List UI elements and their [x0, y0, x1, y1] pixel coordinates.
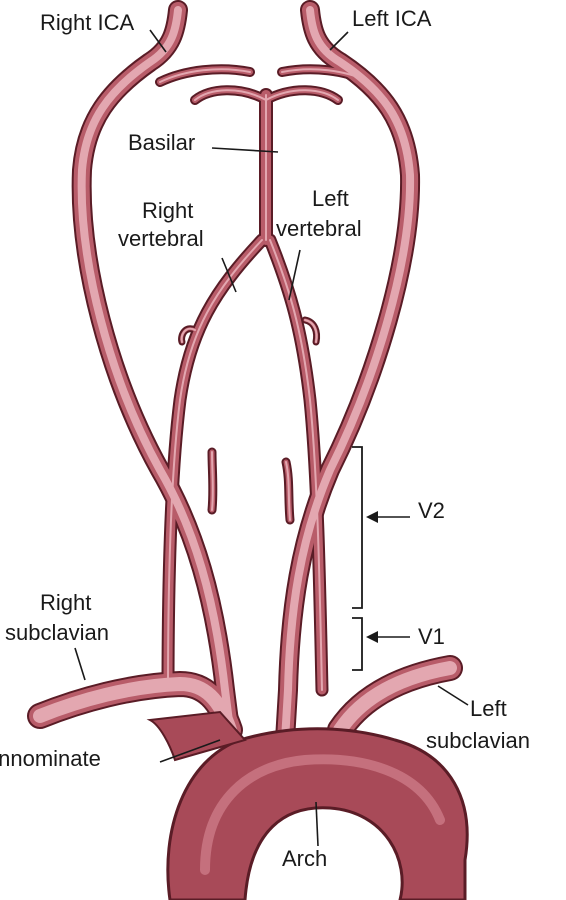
leader-left-ica [329, 31, 349, 51]
label-basilar: Basilar [128, 130, 195, 155]
label-left-vertebral-line2: vertebral [276, 216, 362, 241]
leader-right-ica [149, 29, 167, 53]
vessel-left-ica-top-hl [281, 68, 371, 83]
label-left-vertebral-line1: Left [312, 186, 349, 211]
vessel-left-ica-hl [281, 6, 415, 744]
vessel-left-branch-hl [285, 461, 291, 521]
vessel-right-ica-hl [77, 6, 236, 749]
label-right-vertebral-line2: vertebral [118, 226, 204, 251]
labels: Right ICA Left ICA Basilar Right vertebr… [0, 6, 530, 871]
segment-brackets [352, 446, 378, 671]
vessel-left-pca-hl [265, 89, 339, 101]
arrow-v2 [366, 511, 378, 523]
vessel-right-ica-top-hl [159, 68, 251, 83]
label-right-ica: Right ICA [40, 10, 134, 35]
label-left-subclavian-line1: Left [470, 696, 507, 721]
label-left-ica: Left ICA [352, 6, 432, 31]
label-right-subclavian-line2: subclavian [5, 620, 109, 645]
label-v1: V1 [418, 624, 445, 649]
label-right-subclavian-line1: Right [40, 590, 91, 615]
vessel-right-vertebral-hl [167, 239, 263, 691]
leader-left-vertebral [288, 249, 301, 301]
vessel-left-vertebral-hl [269, 239, 323, 691]
leader-right-subclavian [74, 647, 86, 681]
arrow-v1 [366, 631, 378, 643]
leader-arch [315, 801, 319, 847]
leader-basilar [211, 147, 279, 153]
label-right-vertebral-line1: Right [142, 198, 193, 223]
leader-innominate [159, 739, 221, 763]
label-innominate: Innominate [0, 746, 101, 771]
vessel-right-twig-hl [180, 327, 196, 343]
label-left-subclavian-line2: subclavian [426, 728, 530, 753]
label-arch: Arch [282, 846, 327, 871]
leader-lines [74, 29, 469, 847]
label-v2: V2 [418, 498, 445, 523]
vessels-group [27, 0, 463, 755]
leader-right-vertebral [221, 257, 237, 293]
vessel-left-twig-hl [304, 319, 318, 343]
vessel-right-branch-hl [211, 451, 214, 511]
vessel-right-pca-hl [194, 89, 267, 101]
leader-left-subclavian [437, 685, 469, 706]
bracket-v2 [352, 446, 363, 609]
aortic-arch [146, 710, 469, 900]
vessel-left-subclavian-hl [333, 661, 457, 737]
bracket-v1 [352, 617, 363, 671]
